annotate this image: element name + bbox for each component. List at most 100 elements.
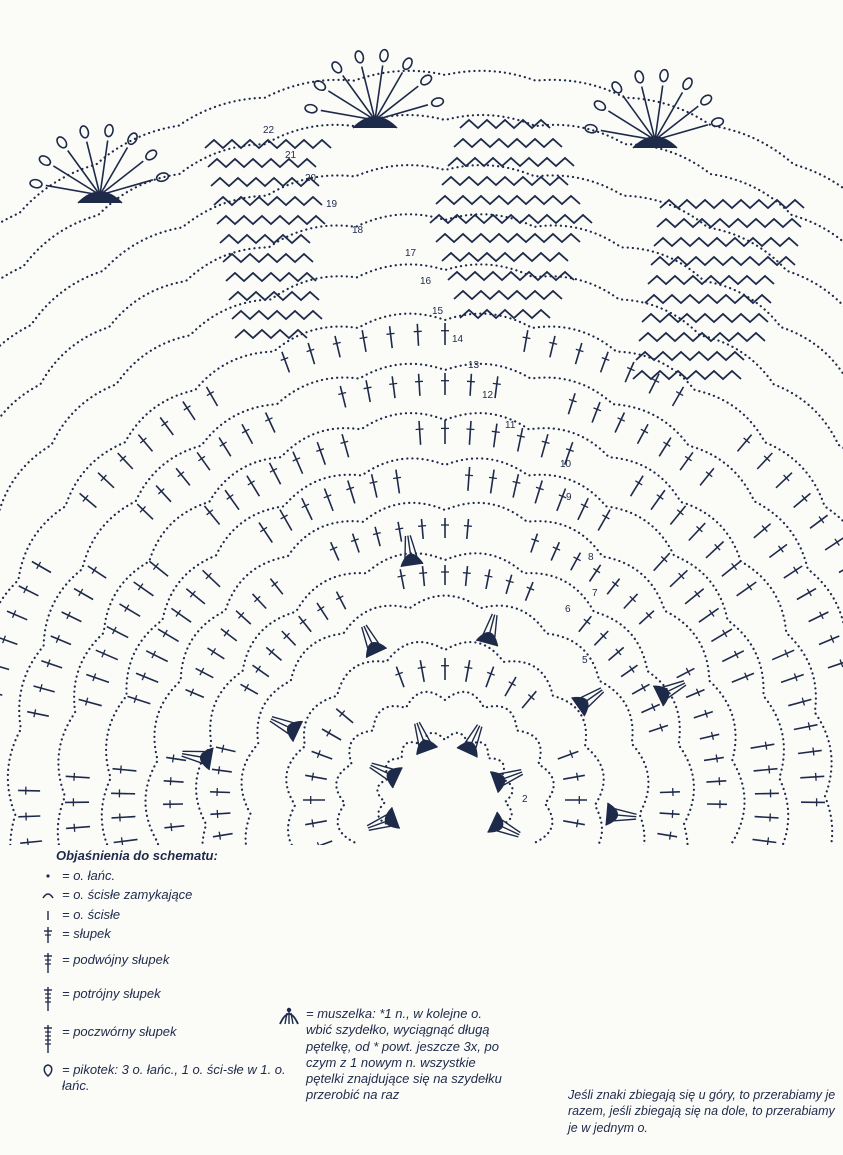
stitch-crossbar bbox=[793, 566, 799, 574]
shell-stitch-leg bbox=[614, 808, 637, 816]
shell-stitch-leg bbox=[181, 752, 204, 759]
stitch-crossbar bbox=[807, 722, 811, 731]
shell-stitch bbox=[366, 806, 400, 831]
picot-loop bbox=[38, 155, 52, 167]
chain-ring bbox=[285, 641, 605, 845]
legend-item-label: = potrójny słupek bbox=[62, 986, 161, 1002]
shell-stitch bbox=[361, 624, 387, 658]
round-number: 2 bbox=[522, 794, 528, 805]
stitch-crossbar bbox=[575, 772, 579, 781]
stitch-crossbar bbox=[463, 524, 472, 527]
stitch-ray bbox=[549, 335, 556, 358]
fan-spoke bbox=[99, 160, 144, 196]
picot-loop bbox=[379, 48, 389, 63]
stitch-crossbar bbox=[151, 650, 157, 659]
round-number: 18 bbox=[352, 225, 364, 236]
stitch-ray bbox=[31, 560, 52, 574]
stitch-crossbar bbox=[244, 683, 250, 692]
chain-ring bbox=[0, 113, 843, 281]
stitch-crossbar bbox=[628, 665, 635, 673]
stitch-ray bbox=[516, 427, 524, 452]
stitch-crossbar bbox=[527, 694, 535, 701]
picot-loop bbox=[313, 80, 327, 92]
stitch-crossbar bbox=[299, 618, 307, 625]
stitch-crossbar bbox=[311, 772, 315, 781]
stitch-ray bbox=[688, 522, 706, 542]
stitch-crossbar bbox=[280, 514, 288, 520]
stitch-ray bbox=[210, 812, 231, 816]
stitch-crossbar bbox=[839, 659, 843, 668]
fan-spoke bbox=[99, 140, 109, 196]
stitch-crossbar bbox=[73, 772, 76, 781]
legend-item-label: = pikotek: 3 o. łańc., 1 o. ści-słe w 1.… bbox=[62, 1062, 286, 1093]
stitch-ray bbox=[159, 416, 174, 436]
stitch-ray bbox=[636, 423, 649, 445]
stitch-crossbar bbox=[183, 405, 191, 411]
round-number: 20 bbox=[305, 173, 317, 184]
stitch-ray bbox=[258, 522, 273, 543]
stitch-crossbar bbox=[645, 611, 652, 619]
triple-treble-icon bbox=[40, 986, 56, 1012]
stitch-ray bbox=[395, 666, 405, 688]
picot-loop bbox=[331, 61, 343, 74]
shell-stitch-leg bbox=[270, 718, 292, 729]
stitch-crossbar bbox=[640, 428, 649, 434]
stitch-ray bbox=[623, 593, 639, 610]
legend-item-label: = podwójny słupek bbox=[62, 952, 170, 968]
stitch-crossbar bbox=[508, 681, 516, 687]
chain-ring bbox=[195, 552, 695, 845]
stitch-crossbar bbox=[531, 538, 540, 543]
round-number: 17 bbox=[405, 248, 417, 259]
stitch-ray bbox=[397, 521, 403, 542]
stitch-ray bbox=[182, 401, 196, 421]
stitch-ray bbox=[808, 611, 829, 623]
stitch-crossbar bbox=[806, 588, 812, 597]
stitch-ray bbox=[593, 630, 609, 646]
stitch-crossbar bbox=[359, 336, 368, 340]
legend-item-label: = o. ścisłe zamykające bbox=[62, 887, 193, 903]
stitch-crossbar bbox=[714, 543, 721, 551]
stitch-ray bbox=[205, 386, 219, 407]
legend-item: = o. łańc. bbox=[40, 868, 290, 884]
stitch-ray bbox=[685, 688, 705, 699]
stitch-ray bbox=[316, 441, 327, 465]
stitch-ray bbox=[202, 569, 221, 588]
stitch-crossbar bbox=[651, 378, 660, 383]
shell-stitch-leg bbox=[269, 720, 289, 735]
shell-stitch bbox=[475, 613, 499, 647]
stitch-ray bbox=[112, 767, 137, 772]
stitch-crossbar bbox=[733, 650, 739, 659]
stitch-crossbar bbox=[600, 632, 607, 640]
fan-base-shell bbox=[352, 116, 398, 129]
stitch-ray bbox=[706, 780, 727, 783]
stitch-crossbar bbox=[708, 609, 715, 617]
shell-stitch bbox=[400, 535, 424, 568]
shell-stitch-cap bbox=[200, 747, 214, 771]
stitch-crossbar bbox=[694, 590, 701, 598]
stitch-crossbar bbox=[169, 777, 172, 786]
fan-spoke bbox=[52, 165, 101, 196]
shell-stitch-leg bbox=[369, 766, 389, 781]
stitch-crossbar bbox=[516, 434, 525, 438]
stitch-crossbar bbox=[668, 831, 672, 840]
stitch-ray bbox=[756, 452, 773, 470]
stitch-ray bbox=[18, 789, 41, 792]
stitch-ray bbox=[657, 832, 678, 838]
stitch-ray bbox=[591, 401, 601, 423]
stitch-crossbar bbox=[170, 823, 173, 832]
stitch-crossbar bbox=[317, 606, 325, 612]
shell-stitch-cap bbox=[416, 739, 439, 755]
stitch-ray bbox=[775, 472, 793, 489]
shell-stitch-leg bbox=[271, 716, 294, 724]
stitch-ray bbox=[489, 469, 495, 494]
round-number: 13 bbox=[468, 360, 480, 371]
stitch-ray bbox=[620, 664, 638, 678]
stitch-crossbar bbox=[223, 629, 230, 637]
stitch-crossbar bbox=[259, 526, 268, 533]
chain-ring bbox=[376, 731, 514, 827]
shell-stitch-leg bbox=[664, 682, 686, 694]
stitch-crossbar bbox=[292, 457, 301, 462]
stitch-ray bbox=[624, 361, 635, 383]
stitch-crossbar bbox=[206, 509, 214, 516]
stitch-ray bbox=[224, 489, 240, 511]
